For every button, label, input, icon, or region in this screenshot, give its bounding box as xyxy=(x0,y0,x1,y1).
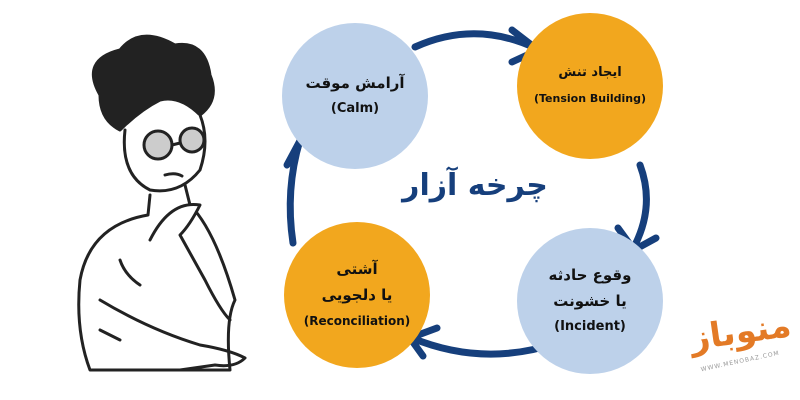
node-reconciliation-fa2: یا دلجویی xyxy=(321,286,393,304)
node-incident-en: (Incident) xyxy=(554,319,626,334)
node-tension-fa: ایجاد تنش xyxy=(558,65,622,80)
node-calm: آرامش موقت (Calm) xyxy=(282,23,428,169)
node-incident: وقوع حادثه یا خشونت (Incident) xyxy=(517,228,663,374)
thinking-person-illustration xyxy=(77,34,247,372)
node-incident-fa2: یا خشونت xyxy=(553,292,627,310)
node-reconciliation-en: (Reconciliation) xyxy=(303,314,411,328)
node-tension-building: ایجاد تنش (Tension Building) xyxy=(517,13,663,159)
node-reconciliation: آشتی یا دلجویی (Reconciliation) xyxy=(284,222,430,368)
node-calm-en: (Calm) xyxy=(330,101,380,116)
node-reconciliation-fa: آشتی xyxy=(336,260,378,278)
diagram-title: چرخه آزار xyxy=(402,168,548,203)
arrow-calm-to-tension xyxy=(411,26,542,66)
node-tension-en: (Tension Building) xyxy=(533,92,647,105)
node-calm-fa: آرامش موقت xyxy=(305,74,405,92)
node-incident-fa: وقوع حادثه xyxy=(548,266,632,284)
